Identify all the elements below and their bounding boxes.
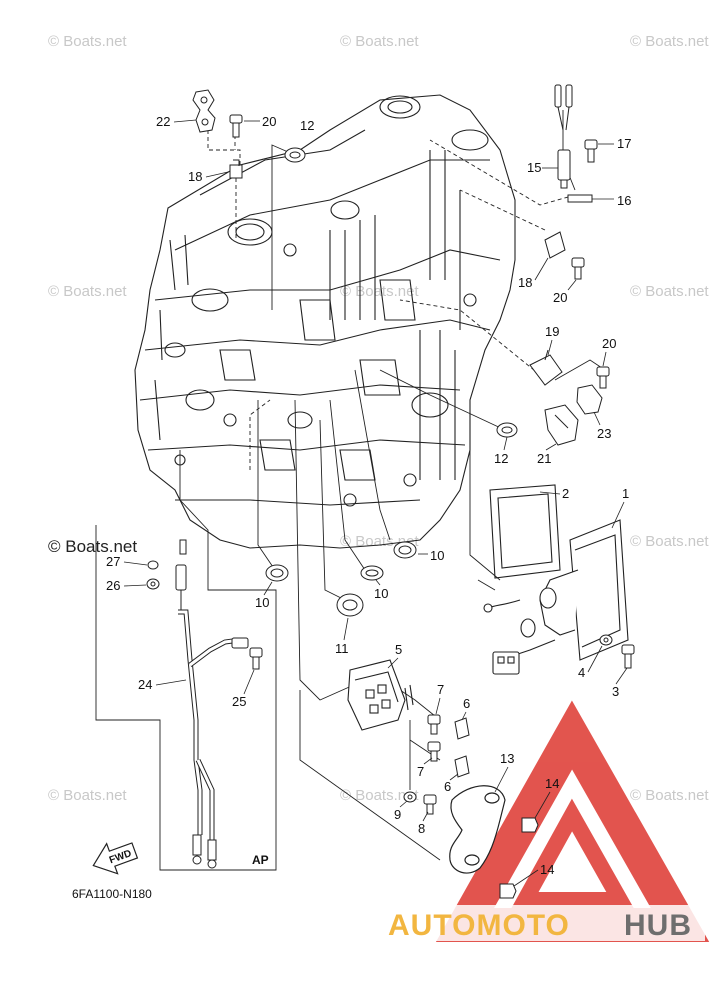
part-20-bolt: [229, 114, 243, 138]
part-8-bolt: [423, 794, 437, 815]
watermark: © Boats.net: [340, 787, 419, 804]
callout-1: 1: [622, 486, 629, 501]
part-2-gasket: [489, 484, 561, 579]
callout-17: 17: [617, 136, 631, 151]
part-4-washer: [599, 634, 613, 646]
part-18-clamp-right: [544, 231, 566, 259]
callout-19: 19: [545, 324, 559, 339]
callout-10: 10: [255, 595, 269, 610]
callout-20: 20: [262, 114, 276, 129]
callout-22: 22: [156, 114, 170, 129]
part-1-cdi-module: [483, 519, 629, 675]
watermark: © Boats.net: [630, 533, 709, 550]
callout-4: 4: [578, 665, 585, 680]
part-25-bolt: [249, 647, 263, 670]
callout-6: 6: [463, 696, 470, 711]
watermark: © Boats.net: [340, 33, 419, 50]
callout-7: 7: [437, 682, 444, 697]
callout-7: 7: [417, 764, 424, 779]
callout-14: 14: [540, 862, 554, 877]
part-11-clamp: [336, 593, 364, 617]
callout-23: 23: [597, 426, 611, 441]
callout-20: 20: [553, 290, 567, 305]
part-12-hose-clamp-right: [496, 422, 518, 438]
callout-10: 10: [374, 586, 388, 601]
watermark-feature: © Boats.net: [48, 537, 137, 556]
part-18-clamp: [229, 159, 243, 179]
part-12-hose-clamp: [284, 147, 306, 163]
part-17-bolt: [584, 139, 598, 163]
ap-label: AP: [252, 853, 269, 867]
logo-text-automoto: AUTOMOTO: [388, 909, 570, 942]
part-3-bolt: [621, 644, 635, 669]
part-20-bolt-lower: [596, 366, 610, 389]
watermark: © Boats.net: [630, 283, 709, 300]
callout-24: 24: [138, 677, 152, 692]
part-9-washer: [403, 791, 417, 803]
logo-text-hub: HUB: [624, 909, 692, 942]
callout-12: 12: [300, 118, 314, 133]
part-13-bracket: [449, 785, 506, 874]
part-6-clips: [454, 717, 470, 778]
callout-18: 18: [518, 275, 532, 290]
part-23-connector: [576, 384, 603, 415]
part-15-sensor: [554, 84, 573, 189]
fwd-arrow-icon: FWD: [92, 842, 139, 875]
leader-lines: [95, 110, 606, 871]
watermark: © Boats.net: [48, 283, 127, 300]
watermark: © Boats.net: [630, 787, 709, 804]
callout-2: 2: [562, 486, 569, 501]
callout-13: 13: [500, 751, 514, 766]
watermark: © Boats.net: [48, 33, 127, 50]
callout-26: 26: [106, 578, 120, 593]
part-19-bracket: [529, 349, 563, 386]
part-14-screws: [499, 817, 539, 899]
callout-16: 16: [617, 193, 631, 208]
callout-25: 25: [232, 694, 246, 709]
callout-9: 9: [394, 807, 401, 822]
watermarks: © Boats.net © Boats.net © Boats.net © Bo…: [48, 33, 709, 804]
part-16-bracket: [567, 194, 593, 203]
diagram-code: 6FA1100-N180: [72, 887, 152, 901]
engine-block: [134, 94, 516, 549]
watermark: © Boats.net: [48, 787, 127, 804]
callout-15: 15: [527, 160, 541, 175]
callout-8: 8: [418, 821, 425, 836]
callout-6: 6: [444, 779, 451, 794]
callout-11: 11: [335, 641, 349, 656]
callout-27: 27: [106, 554, 120, 569]
part-22-clip: [192, 89, 216, 133]
callout-3: 3: [612, 684, 619, 699]
callout-10: 10: [430, 548, 444, 563]
watermark: © Boats.net: [340, 283, 419, 300]
callout-18: 18: [188, 169, 202, 184]
part-7-bolts: [427, 714, 441, 762]
callouts: 22 20 12 18 15 17 16 18 20 19 20 23 21 1…: [106, 114, 631, 887]
watermark: © Boats.net: [630, 33, 709, 50]
callout-5: 5: [395, 642, 402, 657]
part-10-clamps: [265, 541, 417, 582]
callout-20: 20: [602, 336, 616, 351]
callout-21: 21: [537, 451, 551, 466]
callout-12: 12: [494, 451, 508, 466]
automotohub-logo: AUTOMOTO HUB: [385, 905, 705, 942]
callout-14: 14: [545, 776, 559, 791]
part-24-harness: [175, 539, 249, 869]
part-5-relay-block: [347, 659, 414, 731]
part-21-connector: [544, 404, 579, 446]
part-20-bolt-right: [571, 257, 585, 280]
part-26-27-washers: [146, 560, 160, 590]
